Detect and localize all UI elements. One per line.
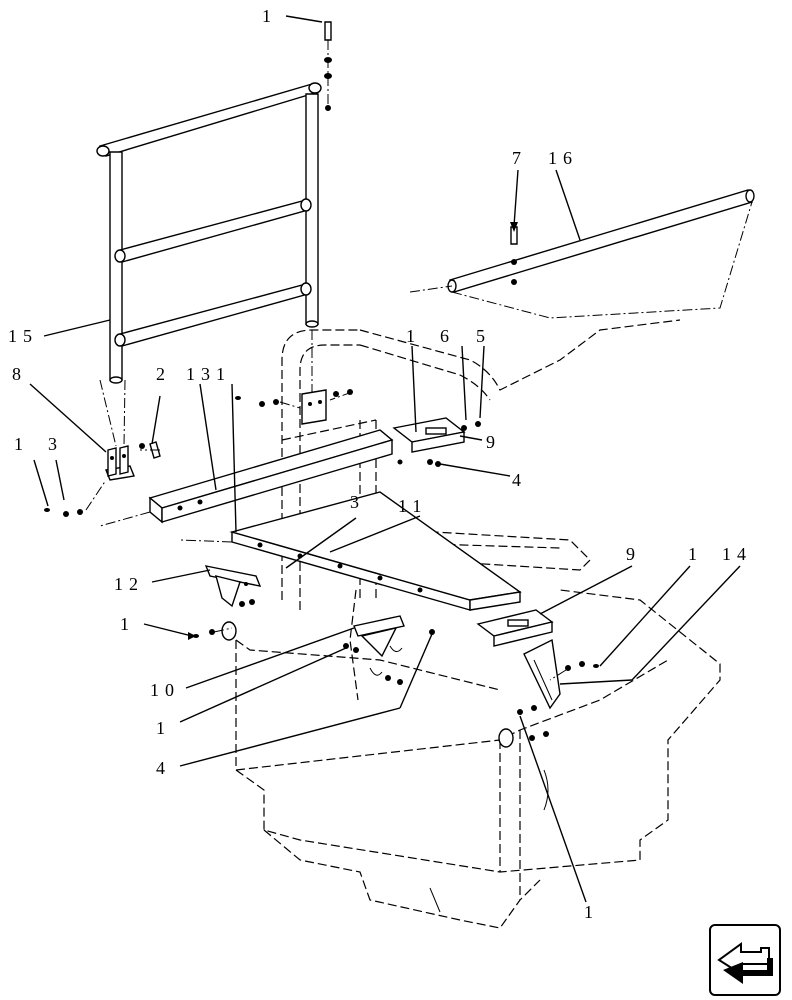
callout-3-center: 3 <box>350 492 365 512</box>
bracket-8 <box>99 379 135 481</box>
bracket-top-center <box>301 330 327 425</box>
fasteners <box>44 389 599 741</box>
callout-14: 14 <box>722 544 752 564</box>
callout-1-upper-right: 1 <box>406 326 421 346</box>
callout-9-bottom: 9 <box>626 544 641 564</box>
bracket-14 <box>523 638 561 710</box>
callout-1-mid-left: 1 <box>120 614 135 634</box>
top-bolt-stack <box>324 21 332 111</box>
callout-12: 12 <box>114 574 144 594</box>
return-arrow-icon <box>717 942 773 984</box>
callout-9-top: 9 <box>486 432 501 452</box>
callout-4-bottom: 4 <box>156 758 171 778</box>
bracket-9-top <box>392 417 466 453</box>
callout-1-bottom: 1 <box>584 902 599 922</box>
bracket-10 <box>353 615 405 676</box>
callout-16: 16 <box>548 148 578 168</box>
callout-10: 10 <box>150 680 180 700</box>
handrail-assembly <box>96 82 322 384</box>
callout-7: 7 <box>512 148 527 168</box>
leader-lines <box>29 15 741 903</box>
tube-part-16 <box>409 189 755 319</box>
callout-labels: 1 7 16 15 1 6 5 8 2 131 9 4 1 3 3 11 9 1… <box>8 6 752 922</box>
callout-2: 2 <box>156 364 171 384</box>
bracket-9-bottom <box>476 609 554 647</box>
platform-frame <box>99 429 522 611</box>
callout-15: 15 <box>8 326 38 346</box>
bracket-12 <box>204 565 262 608</box>
callout-3-left: 3 <box>48 434 63 454</box>
callout-6: 6 <box>440 326 455 346</box>
callout-5: 5 <box>476 326 491 346</box>
callout-8: 8 <box>12 364 27 384</box>
callout-131: 131 <box>186 364 231 384</box>
callout-1-lower-left: 1 <box>156 718 171 738</box>
callout-4-right: 4 <box>512 470 527 490</box>
callout-1-top: 1 <box>262 6 277 26</box>
return-navigation-button[interactable] <box>709 924 781 996</box>
callout-1-right: 1 <box>688 544 703 564</box>
callout-1-left: 1 <box>14 434 29 454</box>
callout-11: 11 <box>398 496 427 516</box>
